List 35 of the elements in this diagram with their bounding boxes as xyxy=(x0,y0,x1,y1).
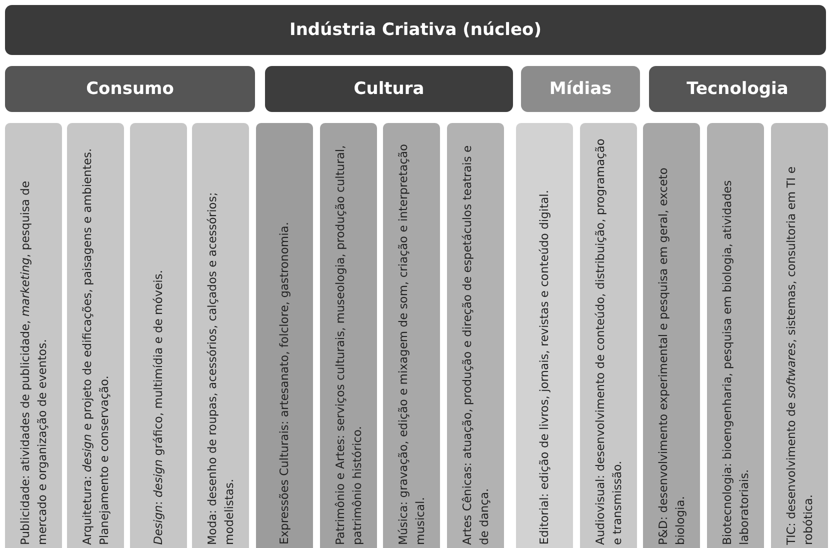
sector-card xyxy=(447,123,504,548)
category-label: Tecnologia xyxy=(686,79,788,99)
sector-card xyxy=(707,123,764,548)
sector-description: TIC: desenvolvimento de softwares, sistemas, consultoria em TI e robótica. xyxy=(782,166,816,545)
sector-card xyxy=(130,123,187,548)
category-header xyxy=(265,66,513,112)
sector-card xyxy=(771,123,828,548)
category-label: Consumo xyxy=(86,79,174,99)
sector-card xyxy=(643,123,700,548)
sector-card xyxy=(256,123,313,548)
sector-description: Biotecnologia: bioengenharia, pesquisa em biologia, atividades laboratoriais. xyxy=(718,179,752,545)
category-label: Cultura xyxy=(354,79,424,99)
sector-card xyxy=(5,123,62,548)
sector-card xyxy=(516,123,573,548)
title-bar xyxy=(5,5,826,55)
sector-description: Design: design gráfico, multimídia e de móveis. xyxy=(150,270,166,545)
sector-description: Artes Cênicas: atuação, produção e direção de espetáculos teatrais e de dança. xyxy=(458,144,492,545)
category-label: Mídias xyxy=(549,79,612,99)
sector-card xyxy=(192,123,249,548)
sector-description: P&D: desenvolvimento experimental e pesquisa em geral, exceto biologia. xyxy=(654,166,688,545)
category-header xyxy=(649,66,826,112)
sector-card xyxy=(383,123,440,548)
sector-description: Música: gravação, edição e mixagem de som, criação e interpretação musical. xyxy=(394,142,428,545)
title-text: Indústria Criativa (núcleo) xyxy=(290,20,542,40)
category-header xyxy=(5,66,255,112)
sector-description: Patrimônio e Artes: serviços culturais, museologia, produção cultural, patrimônio histórico. xyxy=(332,144,364,545)
sector-card xyxy=(320,123,377,548)
category-header xyxy=(521,66,640,112)
sector-description: Moda: desenho de roupas, acessórios, calçados e acessórios; modelistas. xyxy=(204,191,236,545)
sector-description: Audiovisual: desenvolvimento de conteúdo, distribuição, programação e transmissão. xyxy=(592,138,624,545)
sector-description: Publicidade: atividades de publicidade, marketing, pesquisa de mercado e organização de eventos. xyxy=(16,180,50,545)
sector-description: Editorial: edição de livros, jornais, revistas e conteúdo digital. xyxy=(536,190,552,545)
sector-card xyxy=(67,123,124,548)
sector-card xyxy=(580,123,637,548)
sector-description: Expressões Culturais: artesanato, folclore, gastronomia. xyxy=(276,222,292,545)
